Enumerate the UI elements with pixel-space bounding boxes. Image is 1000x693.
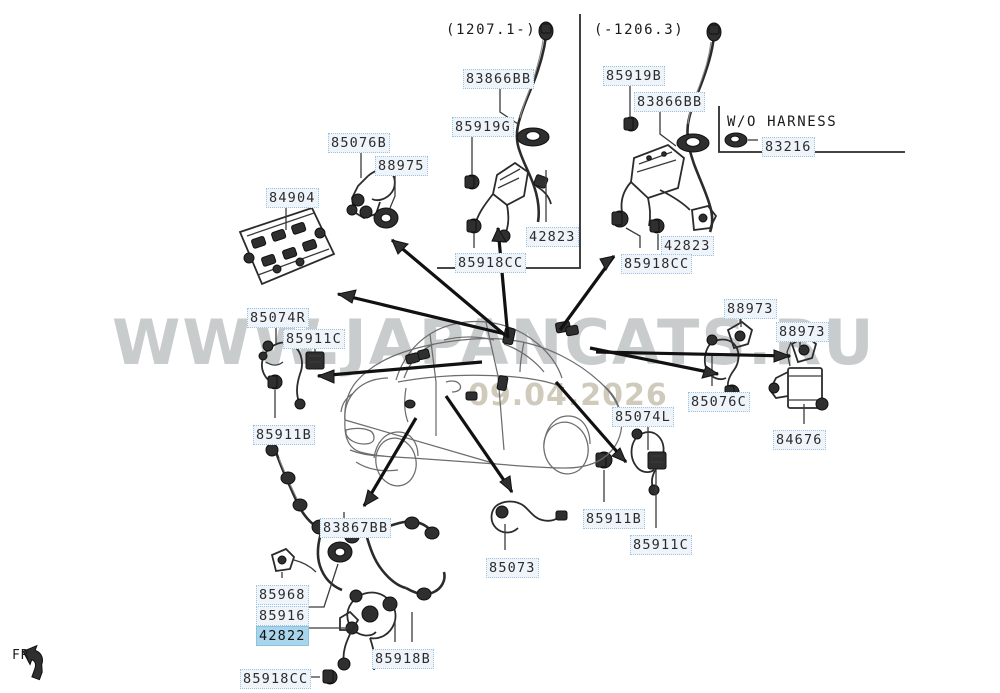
callout-85911B-right[interactable]: 85911B [583,509,645,529]
callout-85919B[interactable]: 85919B [603,66,665,86]
callout-85918B[interactable]: 85918B [372,649,434,669]
callout-85916[interactable]: 85916 [256,606,309,626]
callout-88975[interactable]: 88975 [375,156,428,176]
callout-42823-left[interactable]: 42823 [526,227,579,247]
callout-83867BB[interactable]: 83867BB [320,518,392,538]
callout-85918CC-left[interactable]: 85918CC [455,253,527,273]
callout-88973-lower[interactable]: 88973 [776,322,829,342]
callout-84904[interactable]: 84904 [266,188,319,208]
callout-85076C[interactable]: 85076C [688,392,750,412]
callout-83866BB-rear[interactable]: 83866BB [634,92,706,112]
fr-label: FR [12,648,30,663]
callout-88973-upper[interactable]: 88973 [724,299,777,319]
callout-83866BB-front[interactable]: 83866BB [463,69,535,89]
group-1206-assembly [611,22,758,250]
callout-83216[interactable]: 83216 [762,137,815,157]
group-right-lower-parts [595,420,667,528]
callout-85919G[interactable]: 85919G [452,117,514,137]
callout-85911C-left[interactable]: 85911C [283,329,345,349]
callout-85918CC-right[interactable]: 85918CC [621,254,693,274]
callout-85073[interactable]: 85073 [486,558,539,578]
callout-42823-right[interactable]: 42823 [661,236,714,256]
callout-85074L[interactable]: 85074L [612,407,674,427]
section-header-1207: (1207.1-) [446,22,537,38]
vehicle-component-markers [404,320,579,409]
group-85073 [490,500,568,550]
callout-85074R[interactable]: 85074R [247,308,309,328]
callout-85968[interactable]: 85968 [256,585,309,605]
note-wo-harness: W/O HARNESS [727,114,838,130]
vehicle-outline [340,320,623,487]
group-left-mid-parts [258,322,325,418]
section-header-1206: (-1206.3) [594,22,685,38]
group-left-upper-parts [238,150,399,286]
callout-84676[interactable]: 84676 [773,430,826,450]
callout-85911B-left[interactable]: 85911B [253,425,315,445]
group-harness-83867bb [265,443,446,685]
callout-85918CC-bottom[interactable]: 85918CC [240,669,312,689]
callout-85911C-right[interactable]: 85911C [630,535,692,555]
fr-direction-marker [22,644,44,681]
callout-42822-selected[interactable]: 42822 [256,626,309,646]
callout-85076B[interactable]: 85076B [328,133,390,153]
callout-arrows [316,226,792,508]
